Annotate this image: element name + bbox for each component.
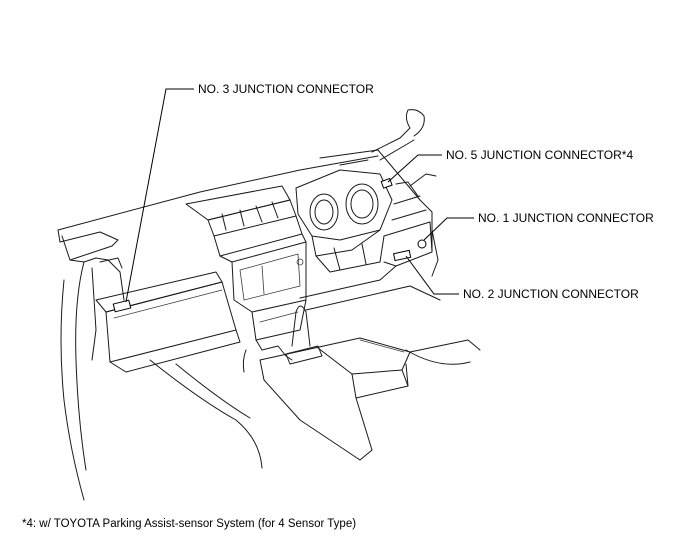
- center-console: [242, 305, 411, 461]
- center-vents: [185, 185, 303, 257]
- floor-lines: [149, 339, 481, 469]
- label-connector-2: NO. 2 JUNCTION CONNECTOR: [463, 287, 639, 301]
- connector-1-part: [417, 239, 427, 249]
- footnote: *4: w/ TOYOTA Parking Assist-sensor Syst…: [22, 518, 357, 530]
- glove-box: [95, 271, 241, 373]
- leader-connector-2: [405, 255, 459, 295]
- dashboard-top: [57, 149, 421, 261]
- leader-connector-1: [423, 217, 474, 241]
- leader-connector-5: [387, 154, 442, 183]
- center-stack: [219, 233, 307, 351]
- instrument-cluster: [295, 169, 393, 257]
- steering-column: [371, 109, 425, 161]
- label-connector-3: NO. 3 JUNCTION CONNECTOR: [198, 82, 374, 96]
- connector-2-part: [392, 249, 412, 262]
- connector-3-part: [112, 299, 132, 313]
- lower-dash: [299, 195, 441, 311]
- label-connector-1: NO. 1 JUNCTION CONNECTOR: [478, 211, 654, 225]
- left-dash-end: [60, 257, 125, 501]
- right-dash-end: [395, 173, 439, 277]
- leader-connector-3: [125, 88, 194, 303]
- label-connector-5: NO. 5 JUNCTION CONNECTOR*4: [446, 148, 634, 162]
